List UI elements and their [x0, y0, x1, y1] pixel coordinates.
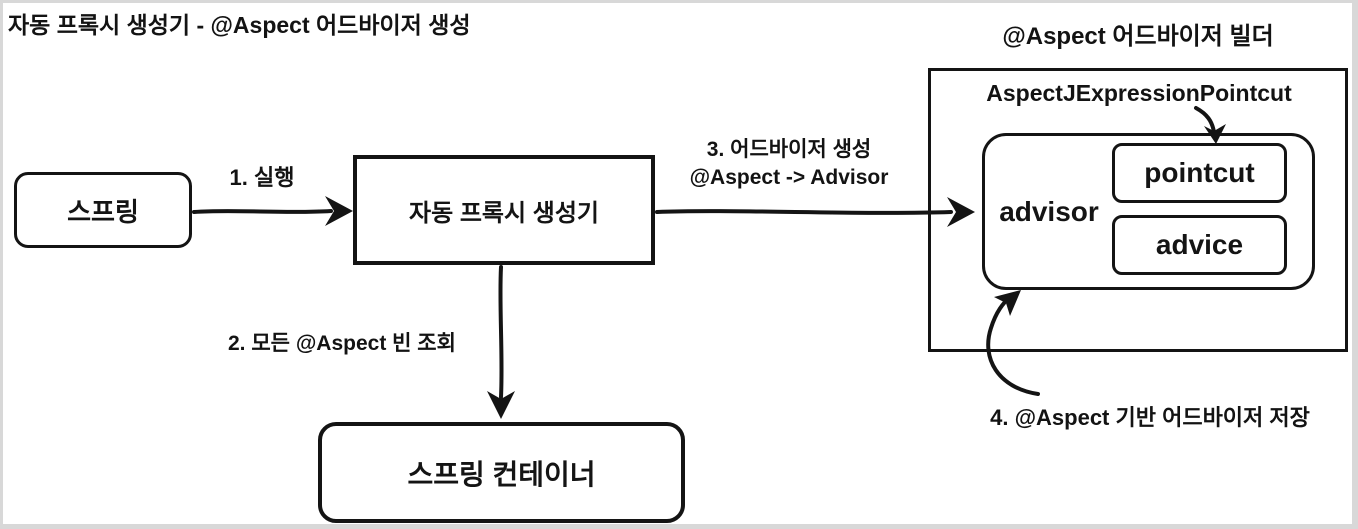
arrow-step2-line	[498, 265, 504, 399]
pointcut-node: pointcut	[1112, 143, 1287, 203]
spring-container-node: 스프링 컨테이너	[318, 422, 685, 523]
arrow-step2-label: 2. 모든 @Aspect 빈 조회	[228, 332, 456, 355]
arrow-step1-line	[192, 209, 333, 214]
pointcut-node-label: pointcut	[1144, 157, 1255, 188]
advice-node-label: advice	[1155, 229, 1244, 260]
builder-box-title: @Aspect 어드바이저 빌더	[1002, 23, 1274, 50]
advisor-node-label: advisor	[999, 195, 1099, 227]
arrow-step3-line	[655, 209, 953, 215]
auto-proxy-creator-node: 자동 프록시 생성기	[353, 155, 655, 265]
arrow-step4-label: 4. @Aspect 기반 어드바이저 저장	[990, 405, 1310, 430]
page-title: 자동 프록시 생성기 - @Aspect 어드바이저 생성	[8, 12, 471, 38]
spring-node-label: 스프링	[67, 196, 139, 227]
arrow-step3-label: 3. 어드바이저 생성 @Aspect -> Advisor	[648, 136, 930, 192]
arrow-step3-label-line2: @Aspect -> Advisor	[689, 166, 889, 189]
arrow-step1-label: 1. 실행	[229, 165, 295, 190]
auto-proxy-creator-label: 자동 프록시 생성기	[409, 199, 599, 227]
advice-node: advice	[1112, 215, 1287, 275]
advisor-node: advisor pointcut advice	[982, 133, 1315, 290]
aspectj-expression-pointcut-label: AspectJExpressionPointcut	[986, 80, 1292, 106]
arrow-step1-head	[325, 196, 353, 226]
spring-container-label: 스프링 컨테이너	[407, 458, 596, 490]
arrow-step2-head	[487, 391, 515, 419]
arrow-step3-label-line1: 3. 어드바이저 생성	[706, 138, 872, 161]
spring-node: 스프링	[14, 172, 192, 248]
